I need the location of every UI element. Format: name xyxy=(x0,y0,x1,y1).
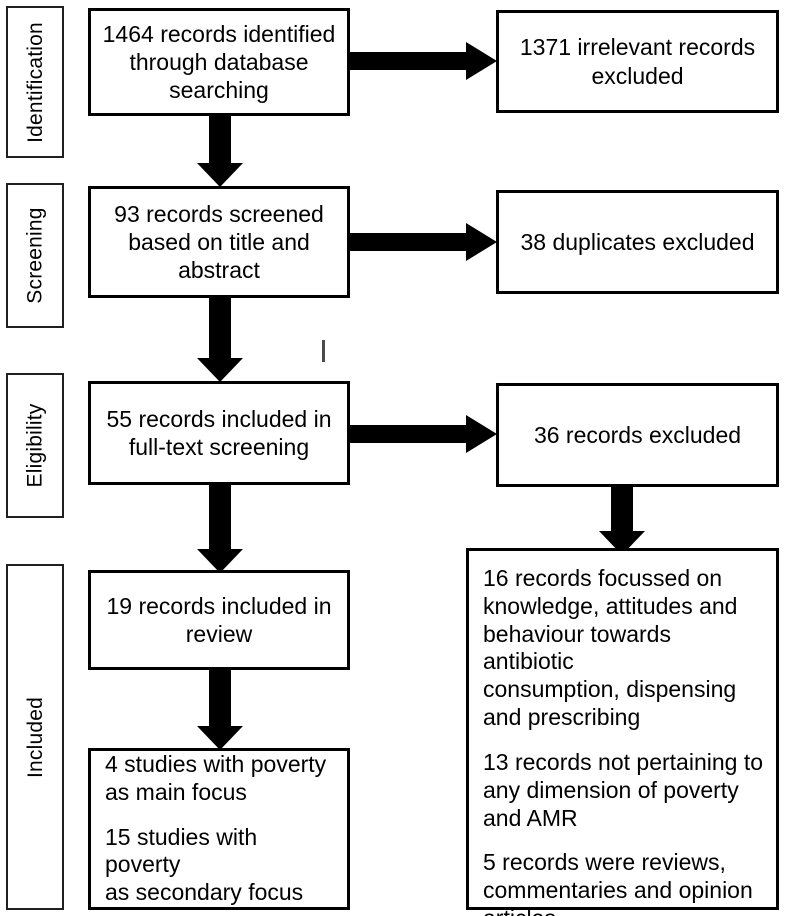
stage-label-identification: Identification xyxy=(6,6,64,158)
box-irrelevant-records-excluded: 1371 irrelevant records excluded xyxy=(496,10,779,113)
box-records-identified-text: 1464 records identified through database… xyxy=(102,20,336,104)
stage-label-eligibility: Eligibility xyxy=(6,373,64,518)
stage-label-identification-text: Identification xyxy=(23,21,47,143)
arrow-screened-to-duplicates xyxy=(348,222,498,262)
box-duplicates-excluded-text: 38 duplicates excluded xyxy=(520,228,755,255)
exclusion-reason-no-poverty-amr: 13 records not pertaining to any dimensi… xyxy=(483,748,764,831)
arrow-included-to-studies xyxy=(196,667,244,751)
arrow-fulltext-to-excluded xyxy=(348,414,498,454)
box-exclusion-reasons: 16 records focussed on knowledge, attitu… xyxy=(466,548,779,916)
stage-label-included: Included xyxy=(6,564,64,910)
arrow-screened-to-fulltext xyxy=(196,295,244,383)
box-included-in-review: 19 records included in review xyxy=(88,570,350,670)
box-irrelevant-records-excluded-text: 1371 irrelevant records excluded xyxy=(519,34,756,89)
exclusion-reason-reviews-commentaries: 5 records were reviews, commentaries and… xyxy=(483,849,753,916)
box-full-text-screening: 55 records included in full-text screeni… xyxy=(88,381,350,485)
arrow-excluded-to-reasons xyxy=(598,484,646,556)
stage-label-screening-text: Screening xyxy=(23,207,47,304)
box-studies-poverty-main-focus-text: 4 studies with poverty as main focus xyxy=(105,750,327,805)
box-studies-poverty-focus: 4 studies with poverty as main focus 15 … xyxy=(88,748,350,910)
box-included-in-review-text: 19 records included in review xyxy=(106,592,332,647)
stage-label-included-text: Included xyxy=(23,696,47,778)
box-records-screened: 93 records screened based on title and a… xyxy=(88,186,350,298)
box-records-screened-text: 93 records screened based on title and a… xyxy=(114,200,324,284)
arrow-identified-to-screened xyxy=(196,113,244,188)
box-studies-poverty-secondary-focus-text: 15 studies with poverty as secondary foc… xyxy=(105,823,304,906)
stage-label-eligibility-text: Eligibility xyxy=(23,403,47,488)
arrow-fulltext-to-included xyxy=(196,482,244,574)
arrow-identified-to-irrelevant xyxy=(348,41,498,81)
box-full-text-screening-text: 55 records included in full-text screeni… xyxy=(106,405,332,460)
box-duplicates-excluded: 38 duplicates excluded xyxy=(496,190,779,294)
box-records-identified: 1464 records identified through database… xyxy=(88,8,350,116)
box-records-excluded-text: 36 records excluded xyxy=(533,421,742,448)
scan-artifact-tick xyxy=(322,340,325,362)
exclusion-reason-kab-antibiotic: 16 records focussed on knowledge, attitu… xyxy=(483,565,738,731)
box-records-excluded: 36 records excluded xyxy=(496,383,779,487)
stage-label-screening: Screening xyxy=(6,183,64,328)
